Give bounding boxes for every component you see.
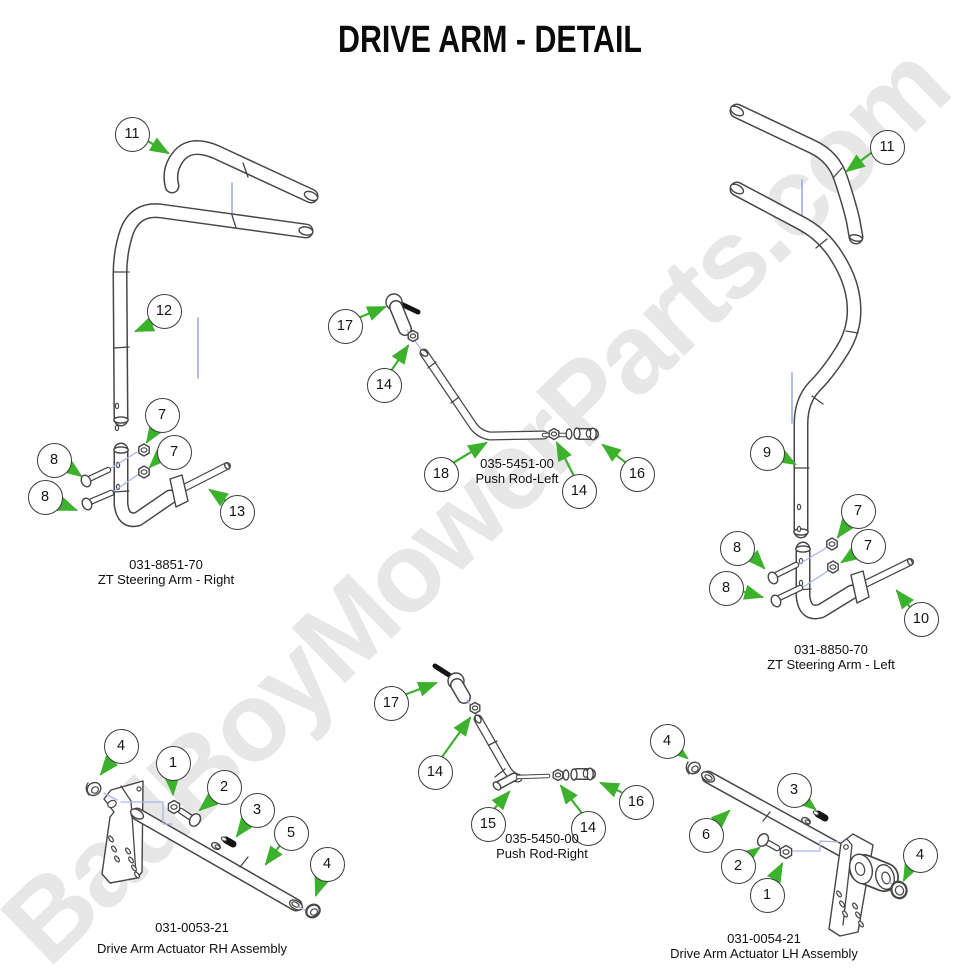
part-number: 031-8850-70	[794, 642, 868, 657]
callout-16: 16	[619, 456, 655, 492]
part-number: 031-0053-21	[155, 920, 229, 935]
set-screw-icon	[814, 810, 829, 822]
callout-14: 14	[417, 754, 453, 790]
page-title: DRIVE ARM - DETAIL	[338, 19, 642, 61]
assembly-label-zt-steering-arm-left: 031-8850-70 ZT Steering Arm - Left	[767, 642, 895, 672]
callout-8: 8	[27, 479, 63, 515]
callout-7: 7	[850, 528, 886, 564]
assembly-label-zt-steering-arm-right: 031-8851-70 ZT Steering Arm - Right	[98, 557, 234, 587]
callout-15: 15	[470, 806, 506, 842]
callout-12: 12	[146, 293, 182, 329]
callout-3: 3	[776, 772, 812, 808]
callout-11: 11	[869, 129, 905, 165]
part-name: Push Rod-Left	[475, 471, 559, 486]
callout-16: 16	[618, 784, 654, 820]
callout-4: 4	[103, 728, 139, 764]
callout-11: 11	[114, 116, 150, 152]
part-name: Push Rod-Right	[496, 846, 588, 861]
callout-14: 14	[366, 367, 402, 403]
callout-14: 14	[570, 810, 606, 846]
push-rod-left-drawing	[385, 293, 599, 441]
set-screw-icon	[222, 836, 237, 848]
callout-14: 14	[561, 473, 597, 509]
part-name: ZT Steering Arm - Right	[97, 572, 235, 587]
callout-4: 4	[309, 846, 345, 882]
callout-1: 1	[749, 877, 785, 913]
callout-6: 6	[688, 817, 724, 853]
callout-5: 5	[273, 815, 309, 851]
callout-arrows	[56, 137, 919, 898]
callout-17: 17	[327, 308, 363, 344]
bolt-icon	[80, 466, 115, 511]
callout-8: 8	[719, 530, 755, 566]
callout-18: 18	[423, 456, 459, 492]
bolt-icon	[767, 561, 804, 608]
part-name: ZT Steering Arm - Left	[767, 657, 895, 672]
part-number: 035-5451-00	[480, 456, 554, 471]
nut-icon	[779, 844, 793, 860]
assembly-label-push-rod-left: 035-5451-00 Push Rod-Left	[475, 456, 558, 486]
drive-arm-actuator-lh-drawing	[685, 761, 908, 937]
bushing-icon	[685, 761, 701, 775]
part-number: 035-5450-00	[505, 831, 579, 846]
callout-2: 2	[206, 769, 242, 805]
zt-steering-arm-right-drawing	[80, 140, 319, 528]
push-rod-right-drawing	[432, 663, 596, 791]
part-name: Drive Arm Actuator LH Assembly	[670, 946, 858, 961]
part-number: 031-8851-70	[129, 557, 203, 572]
bushing-icon	[890, 880, 908, 900]
bushing-icon	[85, 781, 321, 919]
part-number: 031-0054-21	[727, 931, 801, 946]
callout-7: 7	[156, 434, 192, 470]
callout-8: 8	[36, 442, 72, 478]
callout-2: 2	[720, 848, 756, 884]
callout-9: 9	[749, 435, 785, 471]
drive-arm-actuator-rh-drawing	[85, 780, 321, 919]
callout-3: 3	[239, 792, 275, 828]
callout-4: 4	[902, 837, 938, 873]
callout-1: 1	[155, 745, 191, 781]
bolt-icon	[177, 807, 202, 827]
callout-8: 8	[708, 570, 744, 606]
callout-7: 7	[144, 397, 180, 433]
callout-7: 7	[840, 493, 876, 529]
callout-17: 17	[373, 685, 409, 721]
zt-steering-arm-left-drawing	[729, 103, 914, 620]
nut-icon	[138, 443, 150, 479]
guide-lines	[197, 179, 803, 424]
callout-10: 10	[903, 601, 939, 637]
assembly-label-push-rod-right: 035-5450-00 Push Rod-Right	[496, 831, 588, 861]
assembly-label-drive-arm-actuator-lh: 031-0054-21 Drive Arm Actuator LH Assemb…	[670, 931, 858, 961]
bolt-icon	[756, 833, 781, 852]
callout-4: 4	[649, 723, 685, 759]
nut-icon	[167, 799, 181, 815]
nut-icon	[826, 537, 839, 574]
assembly-label-drive-arm-actuator-rh: 031-0053-21 Drive Arm Actuator RH Assemb…	[97, 920, 287, 956]
callout-13: 13	[219, 494, 255, 530]
part-name: Drive Arm Actuator RH Assembly	[97, 941, 287, 956]
